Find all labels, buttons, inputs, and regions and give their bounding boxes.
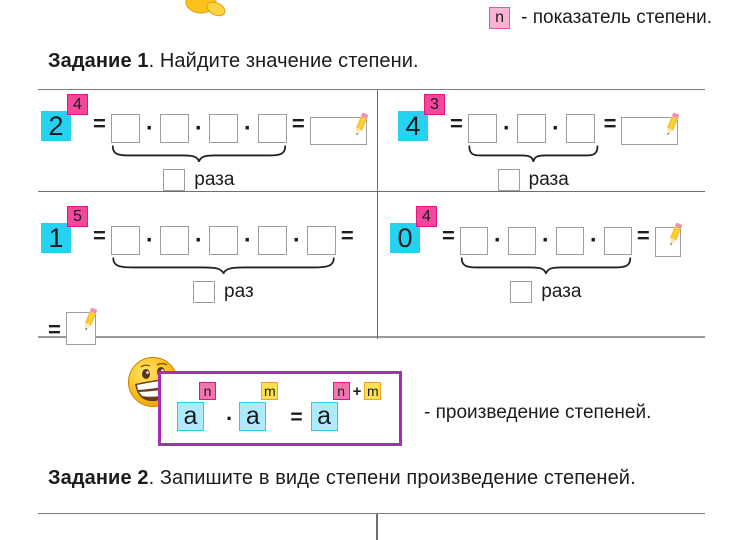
rule-base-a: a <box>310 402 338 431</box>
task1-heading-rest: . Найдите значение степени. <box>148 50 419 72</box>
factor-input-box[interactable] <box>459 226 488 255</box>
base-box: 4 <box>398 111 428 141</box>
count-input-box[interactable] <box>510 280 533 303</box>
task1-table: 2 4 = · · · <box>38 89 705 345</box>
multiply-dot: · <box>502 114 511 142</box>
multiply-dot: · <box>243 114 252 142</box>
multiply-dot: · <box>541 226 550 254</box>
plus-sign: + <box>352 382 362 400</box>
rule-exp-n: n <box>332 382 350 400</box>
underbrace <box>460 257 632 274</box>
multiply-dot: · <box>194 114 203 142</box>
legend-text: - показатель степени. <box>521 7 712 28</box>
factor-input-box[interactable] <box>208 226 238 255</box>
equals-sign: = <box>603 111 617 136</box>
task1-cell-1pow5: 1 5 = · · · · <box>38 192 378 345</box>
multiply-dot: · <box>194 226 203 254</box>
exponent-legend: n - показатель степени. <box>489 7 712 29</box>
power-product-rule-box: a n · a m = a n + m <box>158 371 402 446</box>
factor-input-box[interactable] <box>257 226 287 255</box>
multiply-dot: · <box>145 226 154 254</box>
task1-heading: Задание 1. Найдите значение степени. <box>48 50 419 73</box>
equals-sign: = <box>290 406 303 429</box>
power-0-4: 0 4 <box>390 206 437 254</box>
times-label: раза <box>528 168 569 190</box>
equals-sign: = <box>636 223 650 248</box>
rule-base-a: a <box>239 402 267 431</box>
pencil-icon <box>84 307 97 331</box>
exponent-box: 3 <box>424 94 445 115</box>
factor-input-box[interactable] <box>159 226 189 255</box>
underbrace <box>111 257 336 274</box>
task1-heading-bold: Задание 1 <box>48 50 149 72</box>
exponent-box: 5 <box>67 206 88 227</box>
factor-input-box[interactable] <box>516 114 546 143</box>
pencil-icon <box>355 112 368 136</box>
times-label: раза <box>541 280 582 302</box>
rule-exp-m: m <box>261 382 279 400</box>
factor-input-box[interactable] <box>467 114 497 143</box>
multiply-dot: · <box>551 114 560 142</box>
exponent-box: 4 <box>416 206 437 227</box>
exponent-box: 4 <box>67 94 88 115</box>
pencil-icon <box>667 112 680 136</box>
answer-input-box[interactable] <box>654 222 682 257</box>
equals-sign: = <box>93 111 106 136</box>
count-input-box[interactable] <box>163 168 186 191</box>
answer-input-box[interactable] <box>309 112 368 145</box>
factor-input-box[interactable] <box>110 226 140 255</box>
task2-heading-bold: Задание 2 <box>48 467 149 489</box>
factor-input-box[interactable] <box>208 114 238 143</box>
multiply-dot: · <box>243 226 252 254</box>
equals-sign: = <box>93 223 106 248</box>
underbrace <box>111 145 287 162</box>
multiply-dot: · <box>589 226 598 254</box>
power-4-3: 4 3 <box>398 94 445 142</box>
multiply-dot: · <box>292 226 301 254</box>
rule-base-a: a <box>177 402 204 431</box>
task1-cell-0pow4: 0 4 = · · · <box>378 192 705 339</box>
equals-sign: = <box>450 111 463 136</box>
power-2-4: 2 4 <box>41 94 88 142</box>
multiply-dot: · <box>493 226 502 254</box>
factor-input-box[interactable] <box>257 114 287 143</box>
task2-table-divider <box>376 514 378 540</box>
base-box: 2 <box>41 111 71 141</box>
rule-exp-n: n <box>199 382 216 400</box>
underbrace <box>468 145 599 162</box>
task2-heading-rest: . Запишите в виде степени произведение с… <box>148 467 636 489</box>
rule-caption: - произведение степеней. <box>424 402 652 423</box>
times-label: раз <box>224 280 254 302</box>
factor-input-box[interactable] <box>110 114 140 143</box>
answer-input-box[interactable] <box>621 112 680 145</box>
multiply-dot: · <box>226 406 234 431</box>
times-label: раза <box>194 168 235 190</box>
factor-input-box[interactable] <box>159 114 189 143</box>
task2-table <box>38 513 705 540</box>
factor-input-box[interactable] <box>565 114 595 143</box>
equals-sign: = <box>48 317 61 342</box>
power-1-5: 1 5 <box>41 206 88 254</box>
multiply-dot: · <box>145 114 154 142</box>
factor-input-box[interactable] <box>507 226 536 255</box>
factor-input-box[interactable] <box>555 226 584 255</box>
base-box: 1 <box>41 223 71 253</box>
count-input-box[interactable] <box>193 280 216 303</box>
task1-cell-4pow3: 4 3 = · · <box>378 90 705 192</box>
factor-input-box[interactable] <box>306 226 336 255</box>
equals-sign: = <box>291 111 305 136</box>
n-symbol-box: n <box>489 7 511 29</box>
equals-sign: = <box>442 223 455 248</box>
task1-cell-2pow4: 2 4 = · · · <box>38 90 378 192</box>
task2-heading: Задание 2. Запишите в виде степени произ… <box>48 467 636 490</box>
pencil-icon <box>669 222 682 246</box>
rule-exp-m: m <box>364 382 382 400</box>
pointing-hand-emoji-partial <box>185 0 226 17</box>
factor-input-box[interactable] <box>603 226 632 255</box>
equals-sign: = <box>340 223 354 248</box>
count-input-box[interactable] <box>497 168 520 191</box>
answer-input-box[interactable] <box>65 307 97 345</box>
base-box: 0 <box>390 223 420 253</box>
